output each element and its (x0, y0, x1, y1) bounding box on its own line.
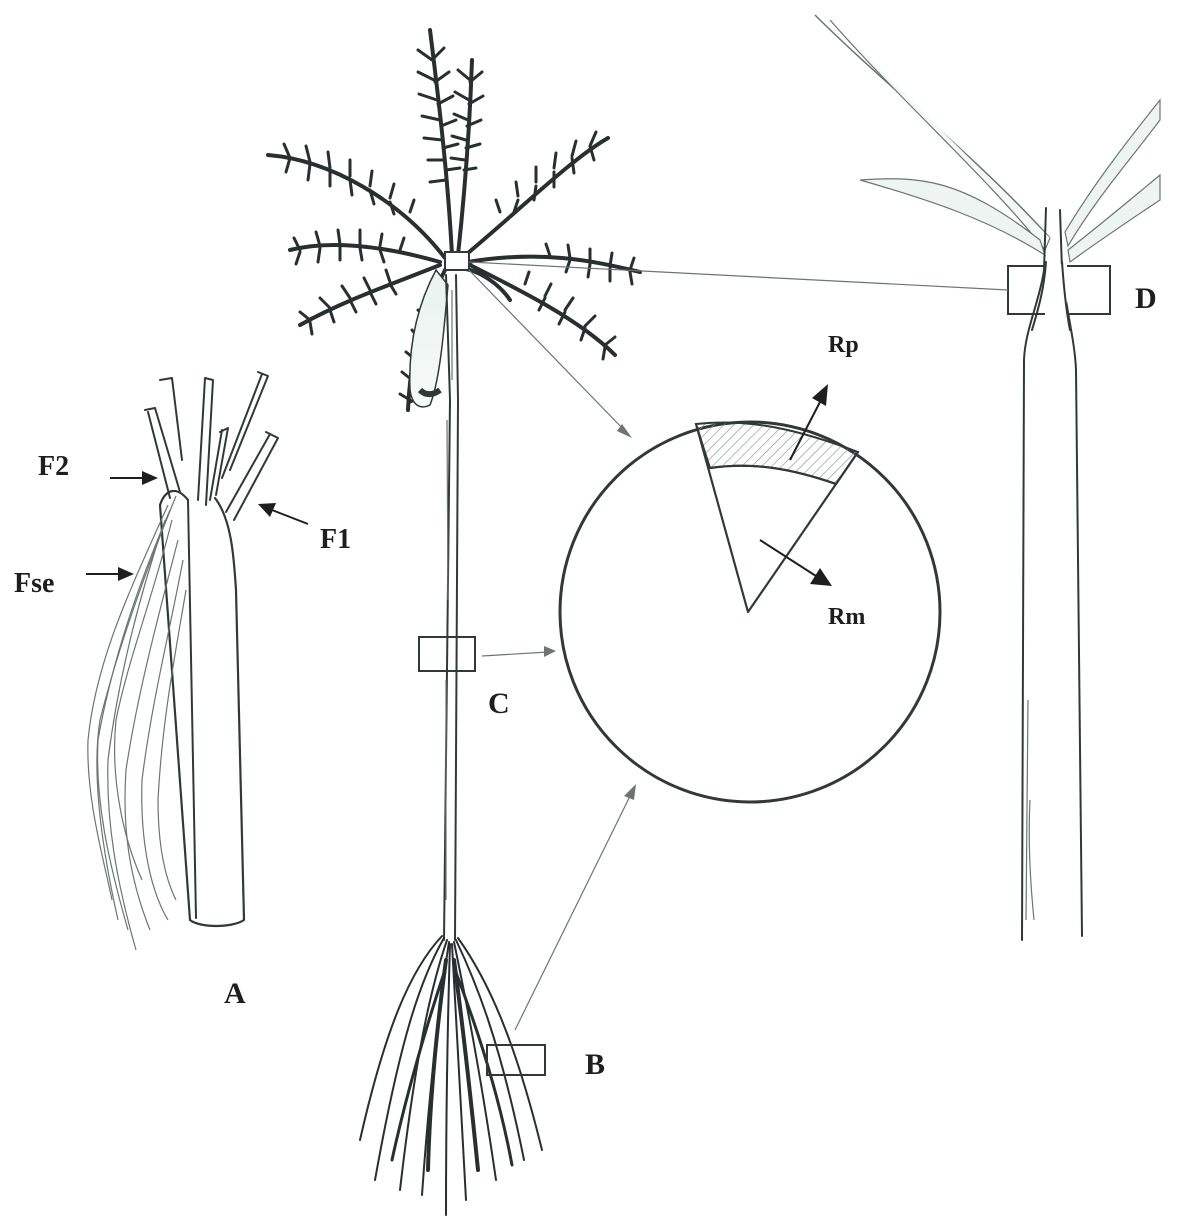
label-d: D (1135, 282, 1157, 315)
crown-selection-box (445, 252, 469, 270)
fibrous-sheath (88, 496, 186, 950)
cross-section-detail (469, 262, 1008, 1030)
panel-d-stem-drawing (815, 15, 1160, 940)
arrow-f1 (258, 503, 308, 524)
label-c: C (488, 687, 510, 720)
connector-b-to-circle (515, 792, 632, 1030)
label-a: A (224, 977, 246, 1010)
connector-c-to-circle (482, 652, 548, 656)
label-fse: Fse (14, 568, 54, 599)
arrow-fse (86, 567, 134, 581)
label-rp: Rp (828, 332, 859, 358)
label-f2: F2 (38, 451, 69, 482)
label-b: B (585, 1048, 605, 1081)
peripheral-region-rp (696, 422, 858, 484)
palm-tree-drawing (268, 30, 640, 1215)
panel-a-leaf-base-drawing (86, 372, 308, 950)
label-rm: Rm (828, 604, 865, 630)
cross-section-circle (560, 422, 940, 802)
label-f1: F1 (320, 524, 351, 555)
arrow-f2 (110, 471, 158, 485)
palm-crown (268, 30, 640, 410)
